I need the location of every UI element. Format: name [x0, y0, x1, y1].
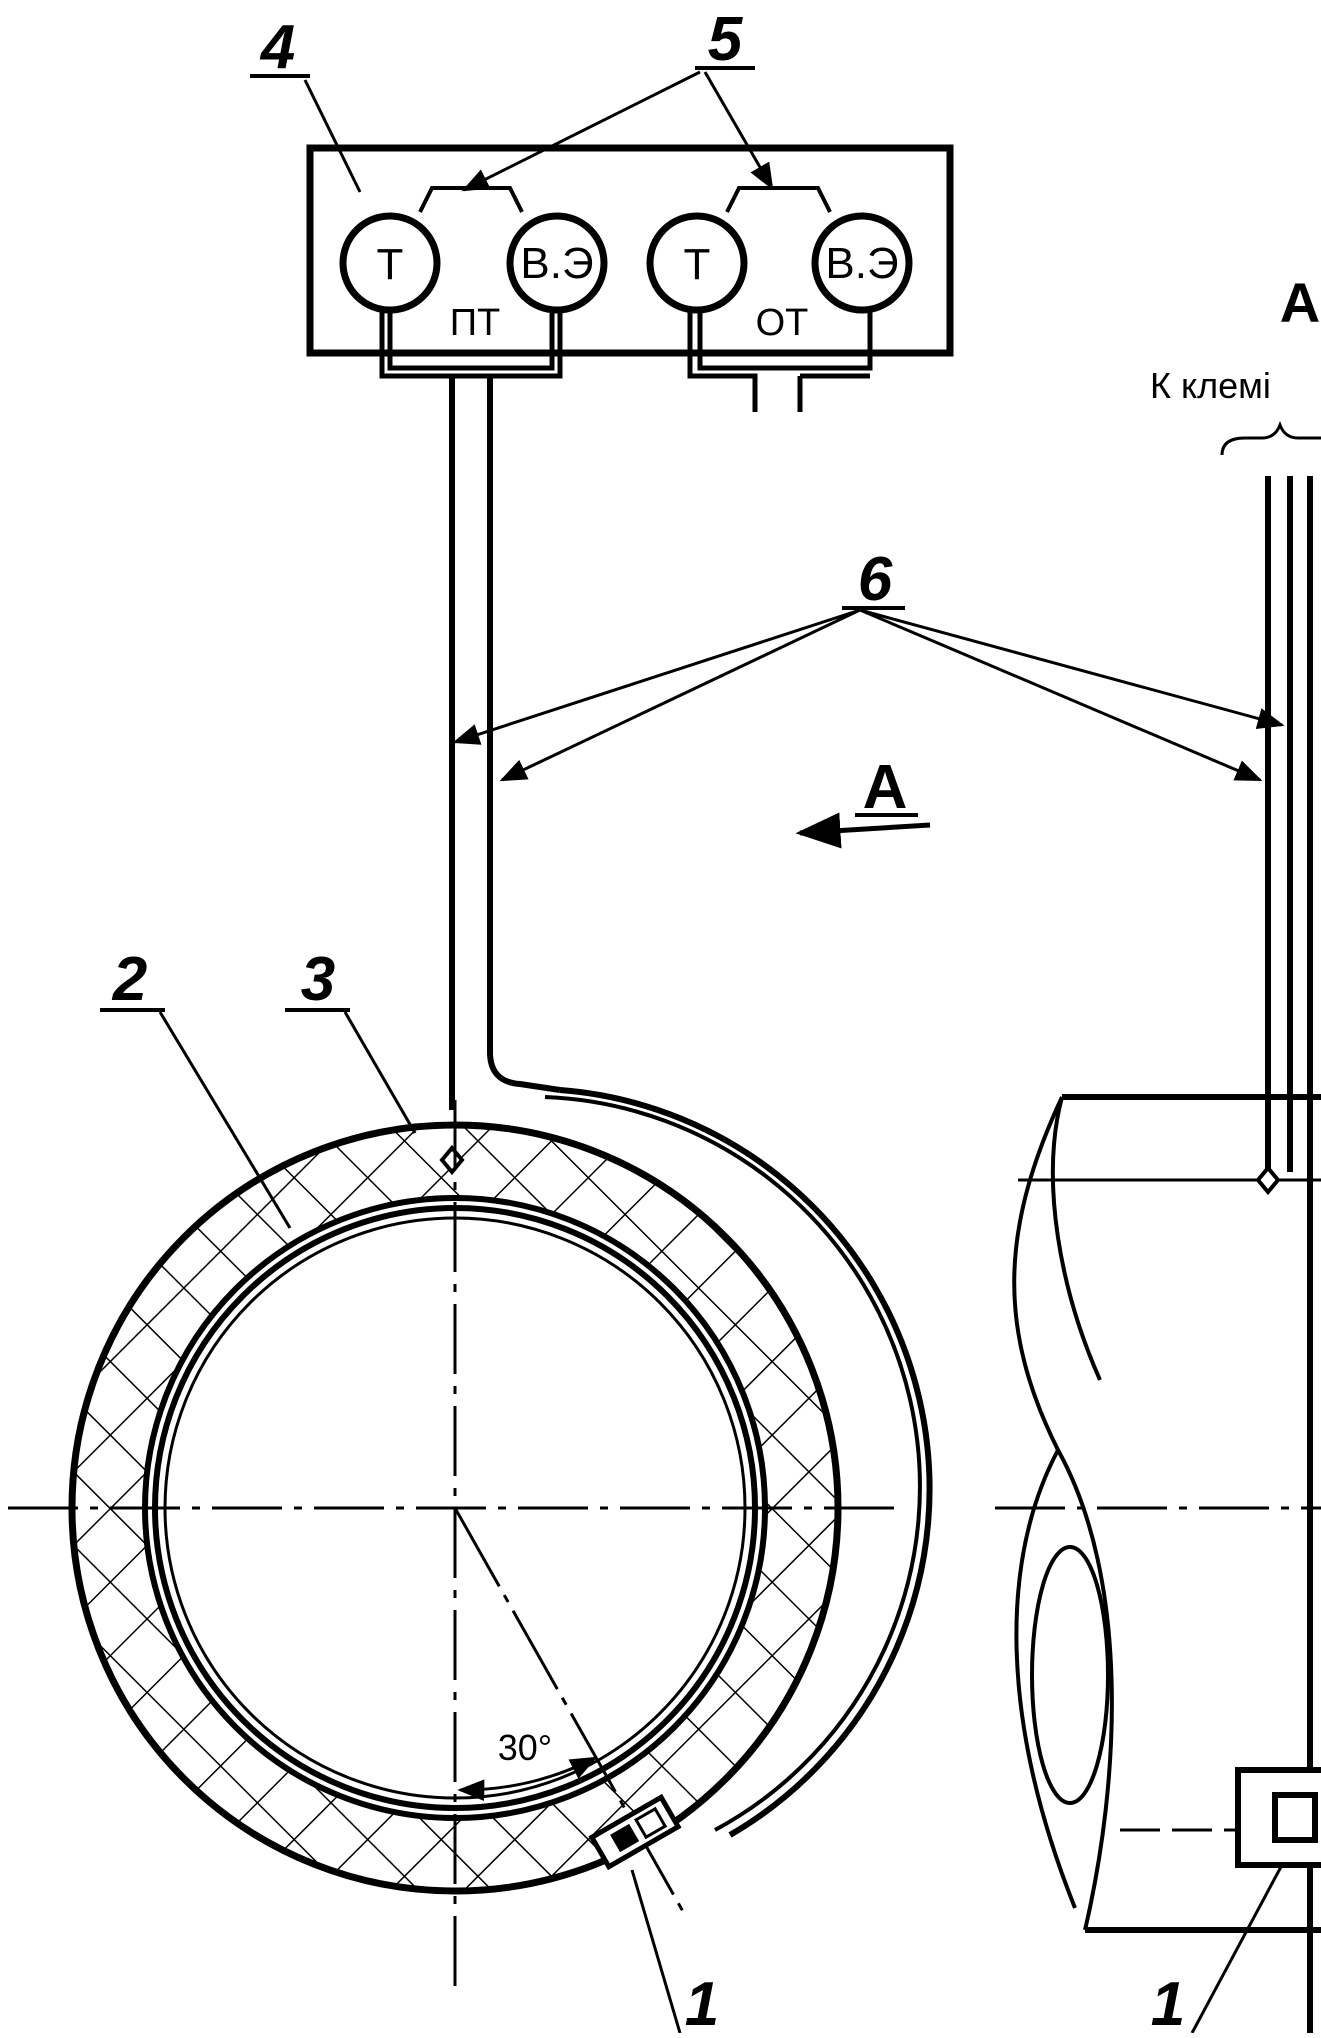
- callout-1-side-leader: [1190, 1849, 1292, 2034]
- pipe-cross-section: 30°: [8, 1087, 933, 1995]
- angle-arc: [457, 1756, 598, 1802]
- side-view: А К клемі: [995, 271, 1321, 2033]
- callout-5-leader-a: [461, 70, 701, 192]
- gauge-ve-return: В.Э: [811, 212, 913, 314]
- wire-wrap: [559, 1087, 933, 1838]
- callout-6-leader-a: [452, 608, 861, 745]
- pipe-break-outline: [1012, 1096, 1114, 1931]
- callout-1-front: 1: [685, 1970, 719, 2033]
- callout-5: 5: [708, 5, 744, 74]
- pipe-break-curve: [1014, 1449, 1077, 1909]
- side-view-title: А: [1280, 271, 1320, 334]
- callout-6-leader-c: [859, 608, 1285, 730]
- gauge-ve-supply: В.Э: [506, 212, 608, 314]
- callout-1-front-leader: [630, 1869, 682, 2034]
- sensor-element: [588, 1793, 682, 1871]
- callout-5-leader-b: [703, 71, 774, 191]
- gauge-ve-supply-label: В.Э: [520, 239, 593, 288]
- side-junction-node: [1255, 1164, 1281, 1196]
- callout-2: 2: [112, 945, 147, 1014]
- view-arrow-a: А: [795, 753, 931, 849]
- callout-4: 4: [259, 13, 295, 82]
- gauge-t-supply-label: Т: [377, 240, 404, 289]
- gauge-t-return: Т: [646, 212, 748, 314]
- pipe-break-opening: [1030, 1545, 1110, 1805]
- jumper-return: [725, 186, 832, 213]
- callout-4-leader: [303, 79, 362, 193]
- panel-box: [306, 144, 954, 357]
- supply-leads: [379, 310, 563, 379]
- callout-3-leader: [343, 1011, 417, 1134]
- jumper-supply: [418, 186, 524, 213]
- return-leads: [687, 310, 873, 412]
- callout-1-side: 1: [1151, 1970, 1185, 2033]
- gauge-t-supply: Т: [339, 212, 441, 314]
- supply-pipe-label: ПТ: [450, 302, 501, 344]
- callout-3: 3: [301, 945, 335, 1014]
- view-arrow-label: А: [863, 753, 908, 822]
- control-panel: Т В.Э Т В.Э ПТ ОТ: [306, 144, 954, 412]
- callout-6-leader-b: [499, 608, 861, 782]
- angle-label: 30°: [498, 1727, 552, 1768]
- wire-pair-front: [449, 376, 561, 1110]
- callouts: 4 5 6 2 3 1 1: [100, 5, 1292, 2038]
- gauge-ve-return-label: В.Э: [825, 239, 898, 288]
- callout-6-leader-d: [859, 608, 1263, 782]
- callout-6: 6: [858, 545, 893, 614]
- side-sensor-box: [1235, 1767, 1321, 1868]
- terminals-note: К клемі: [1150, 365, 1271, 406]
- junction-node: [439, 1144, 465, 1176]
- return-pipe-label: ОТ: [756, 302, 809, 344]
- terminals-brace: [1220, 420, 1321, 456]
- gauge-t-return-label: Т: [684, 240, 711, 289]
